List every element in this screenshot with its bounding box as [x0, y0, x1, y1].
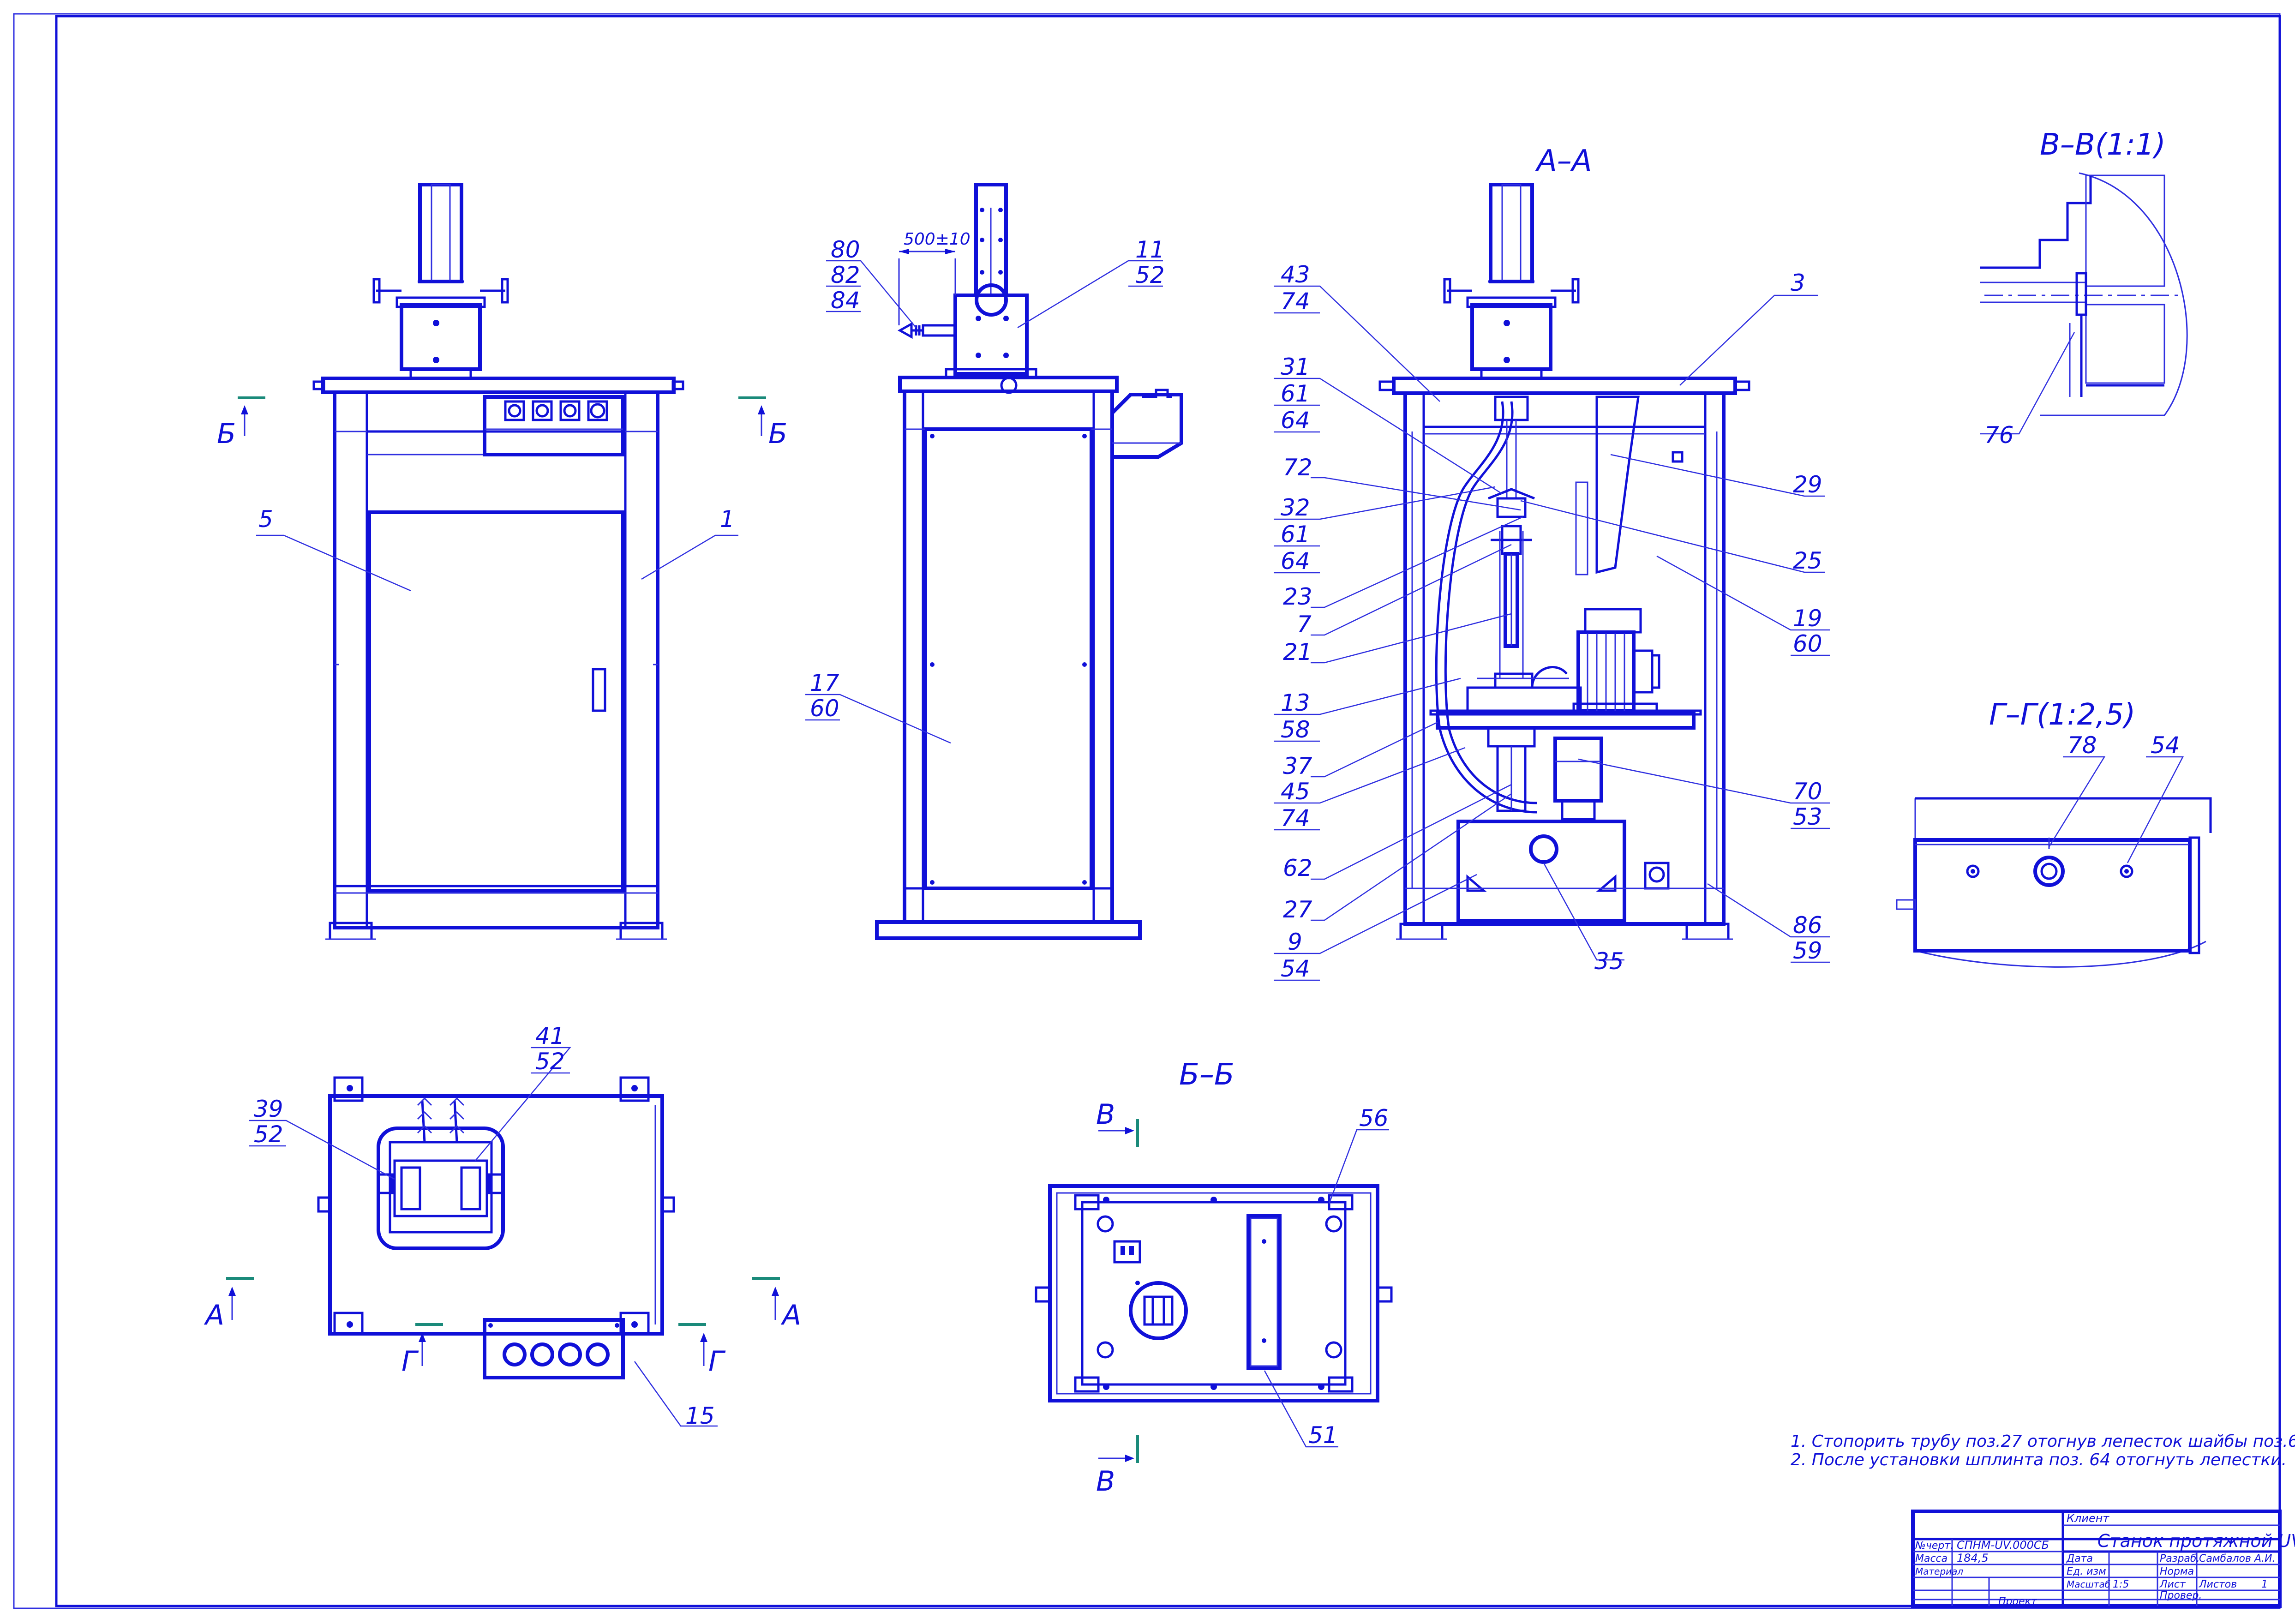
leader-lines: [249, 260, 2184, 1448]
callout-86: 86: [1793, 912, 1822, 939]
callout-60b: 60: [1793, 630, 1822, 657]
cut-label-b-right: Б: [768, 418, 787, 450]
tb-project-label: Проект: [1998, 1596, 2037, 1607]
cut-label-v-bottom: В: [1096, 1465, 1115, 1498]
callout-59: 59: [1793, 937, 1822, 964]
callout-23: 23: [1283, 583, 1312, 610]
title-block: Клиент Станок протяжной UV №черт. СПНМ-U…: [1911, 1510, 2295, 1608]
section-gg-title: Г–Г(1:2,5): [1989, 698, 2135, 732]
tb-developer: Самбалов А.И.: [2199, 1553, 2275, 1564]
cut-label-g-left: Г: [401, 1345, 419, 1378]
section-bb-title: Б–Б: [1179, 1058, 1234, 1092]
callout-70: 70: [1793, 778, 1822, 805]
callout-64: 64: [1281, 407, 1310, 434]
callout-32: 32: [1281, 494, 1310, 521]
tb-sheets-label: Листов: [2199, 1579, 2237, 1590]
drawing-frame: [55, 15, 2281, 1607]
callout-53: 53: [1793, 803, 1822, 830]
side-view: 500±10: [875, 183, 1183, 940]
callout-43: 43: [1281, 261, 1310, 288]
tb-dev-label: Разраб.: [2160, 1553, 2199, 1564]
callout-17: 17: [810, 670, 839, 696]
section-bb-view: [1035, 1184, 1393, 1402]
tb-drawing-no: СПНМ-UV.000СБ: [1957, 1539, 2049, 1552]
plan-view: [317, 1076, 675, 1379]
tb-norm-label: Норма: [2160, 1566, 2194, 1577]
callout-35: 35: [1594, 948, 1624, 975]
tb-mass-label: Масса: [1915, 1553, 1947, 1564]
callout-41: 41: [535, 1023, 565, 1049]
callout-64b: 64: [1281, 548, 1310, 575]
section-aa-title: А–А: [1535, 144, 1592, 178]
tb-date-label: Дата: [2066, 1553, 2093, 1564]
callout-58: 58: [1281, 716, 1310, 743]
callout-61b: 61: [1281, 521, 1310, 548]
callout-54: 54: [1281, 955, 1310, 982]
callout-25: 25: [1793, 547, 1822, 574]
dimension-500: 500±10: [904, 230, 971, 249]
cut-label-g-right: Г: [708, 1345, 726, 1378]
callout-5: 5: [258, 506, 273, 533]
callout-15: 15: [685, 1402, 715, 1429]
callout-52b: 52: [535, 1048, 565, 1075]
callout-21: 21: [1283, 639, 1312, 665]
tb-scale: 1:5: [2113, 1579, 2129, 1590]
callout-80: 80: [831, 236, 860, 263]
callout-52c: 52: [254, 1121, 283, 1148]
callout-27: 27: [1283, 896, 1312, 923]
callout-37: 37: [1283, 753, 1312, 779]
callout-78: 78: [2067, 732, 2097, 759]
callout-52: 52: [1135, 262, 1165, 288]
callout-51: 51: [1308, 1422, 1338, 1449]
callout-62: 62: [1283, 855, 1312, 881]
callout-3: 3: [1791, 270, 1805, 296]
callout-74: 74: [1281, 288, 1310, 315]
callout-39: 39: [254, 1096, 283, 1122]
callout-29: 29: [1793, 471, 1822, 498]
cut-label-v-top: В: [1096, 1098, 1115, 1131]
callout-19: 19: [1793, 605, 1822, 632]
section-aa-view: [1378, 183, 1750, 940]
callout-9: 9: [1288, 929, 1302, 955]
callout-31: 31: [1281, 354, 1310, 380]
tb-material-label: Материал: [1915, 1566, 1963, 1577]
tb-sheets: 1: [2261, 1579, 2268, 1590]
cut-label-a-left: А: [204, 1299, 224, 1331]
cut-label-b-left: Б: [217, 418, 236, 450]
callout-82: 82: [831, 262, 860, 288]
tb-drawing-no-label: №черт.: [1915, 1540, 1953, 1552]
callout-74b: 74: [1281, 805, 1310, 832]
tb-title: Станок протяжной UV: [2097, 1531, 2295, 1551]
callout-numbers: 5 1 80 82 84 11 52 17 60 43 74 31 61 64 …: [254, 236, 2180, 1449]
detail-vv-view: [1980, 172, 2188, 416]
cut-label-a-right: А: [780, 1299, 801, 1331]
tb-sheet-label: Лист: [2159, 1579, 2186, 1590]
callout-54b: 54: [2151, 732, 2180, 759]
tb-unit-label: Ед. изм: [2067, 1566, 2106, 1577]
callout-11: 11: [1135, 236, 1165, 263]
callout-72: 72: [1283, 454, 1312, 481]
note-1: 1. Стопорить трубу поз.27 отогнув лепест…: [1791, 1432, 2295, 1451]
tb-client-label: Клиент: [2067, 1512, 2109, 1525]
callout-7: 7: [1297, 611, 1312, 638]
front-view: [312, 183, 684, 940]
tb-scale-label: Масштаб: [2067, 1579, 2110, 1590]
tb-mass: 184,5: [1957, 1552, 1989, 1564]
detail-gg-view: [1896, 797, 2212, 968]
tb-check-label: Провер.: [2160, 1590, 2202, 1601]
callout-76: 76: [1984, 422, 2014, 449]
callout-45: 45: [1281, 778, 1310, 805]
section-vv-title: В–В(1:1): [2040, 128, 2166, 162]
callout-60: 60: [810, 695, 839, 722]
callout-61: 61: [1281, 380, 1310, 407]
callout-1: 1: [720, 506, 735, 533]
callout-13: 13: [1281, 689, 1310, 716]
note-2: 2. После установки шплинта поз. 64 отогн…: [1791, 1450, 2287, 1469]
callout-56: 56: [1359, 1105, 1389, 1132]
callout-84: 84: [831, 287, 860, 314]
cut-markers: Б Б А А Г Г В В: [204, 396, 1139, 1498]
